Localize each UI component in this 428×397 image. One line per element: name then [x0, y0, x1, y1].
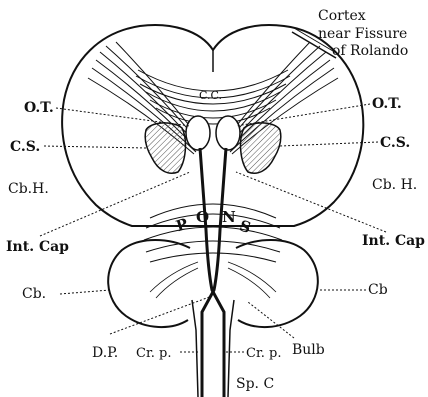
- pons-fibres: [144, 204, 282, 262]
- label-pons: P O N S: [174, 208, 253, 237]
- cerebellum-left: [108, 240, 190, 327]
- label-bulb: Bulb: [292, 342, 325, 358]
- label-pons-p: P: [174, 215, 190, 236]
- label-ot-right: O.T.: [372, 96, 402, 112]
- label-crp-right: Cr. p.: [246, 346, 281, 361]
- label-intcap-left: Int. Cap: [6, 239, 69, 255]
- label-dp: D.P.: [92, 345, 118, 361]
- brainstem-outline: [192, 300, 234, 397]
- label-intcap-right: Int. Cap: [362, 233, 425, 249]
- cerebellum-right: [236, 240, 318, 327]
- label-cb-left: Cb.: [22, 286, 46, 302]
- label-cbh-left: Cb.H.: [8, 181, 49, 197]
- label-spc: Sp. C: [236, 376, 274, 392]
- label-cbh-right: Cb. H.: [372, 177, 417, 193]
- corpus-striatum-left: [145, 123, 185, 173]
- label-cs-left: C.S.: [10, 139, 40, 155]
- leader-lines: [40, 104, 386, 352]
- label-pons-o: O: [196, 208, 209, 226]
- label-crp-left: Cr. p.: [136, 346, 171, 361]
- label-near-fissure: near Fissure: [318, 26, 407, 42]
- label-cortex: Cortex: [318, 8, 366, 24]
- label-ot-left: O.T.: [24, 100, 54, 116]
- optic-thalamus-right: [216, 116, 240, 150]
- corpus-striatum-right: [241, 123, 281, 173]
- optic-thalamus-left: [186, 116, 210, 150]
- pyramidal-tracts: [200, 148, 226, 397]
- label-pons-s: S: [237, 217, 253, 237]
- label-corpus-callosum: C.C.: [199, 89, 222, 102]
- label-pons-n: N: [222, 208, 236, 226]
- label-cb-right: Cb: [368, 282, 388, 298]
- label-cs-right: C.S.: [380, 135, 410, 151]
- label-of-rolando: of Rolando: [332, 43, 408, 59]
